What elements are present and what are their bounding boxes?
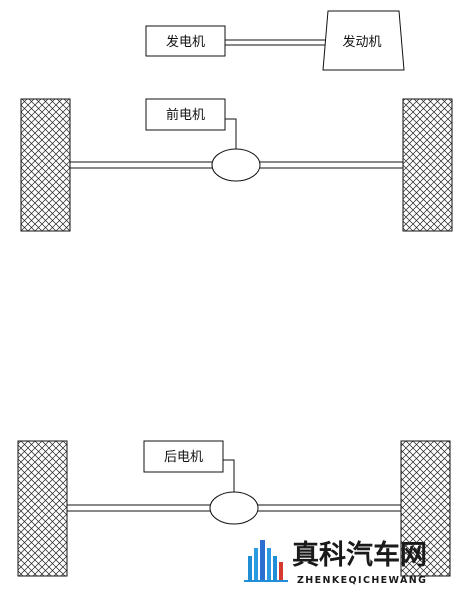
rear-right-wheel bbox=[400, 440, 451, 577]
generator-engine-shaft bbox=[225, 39, 330, 46]
generator-engine-group: 发电机 发动机 bbox=[145, 10, 405, 71]
engine-label: 发动机 bbox=[342, 34, 381, 50]
rear-motor-box bbox=[143, 440, 224, 473]
rear-left-wheel bbox=[17, 440, 68, 577]
front-motor-label: 前电机 bbox=[166, 107, 205, 123]
engine-block bbox=[322, 10, 405, 71]
front-left-wheel bbox=[20, 98, 71, 232]
watermark-name-en: ZHENKEQICHEWANG bbox=[297, 575, 427, 586]
generator-box bbox=[145, 25, 226, 57]
rear-motor-connector bbox=[223, 459, 235, 492]
front-axle-group: 前电机 bbox=[20, 98, 453, 232]
rear-differential bbox=[209, 491, 259, 525]
rear-axle-shaft bbox=[67, 504, 401, 512]
generator-label: 发电机 bbox=[166, 34, 205, 50]
front-right-wheel bbox=[402, 98, 453, 232]
rear-axle-group: 后电机 bbox=[17, 440, 451, 577]
front-motor-box bbox=[145, 98, 226, 131]
rear-motor-label: 后电机 bbox=[164, 450, 203, 465]
watermark-logo-icon bbox=[244, 540, 288, 582]
watermark-name-cn: 真科汽车网 bbox=[292, 539, 427, 571]
watermark: 真科汽车网 ZHENKEQICHEWANG bbox=[244, 539, 427, 586]
front-axle-shaft bbox=[70, 161, 403, 169]
front-motor-connector bbox=[225, 118, 237, 149]
front-differential bbox=[211, 148, 261, 182]
